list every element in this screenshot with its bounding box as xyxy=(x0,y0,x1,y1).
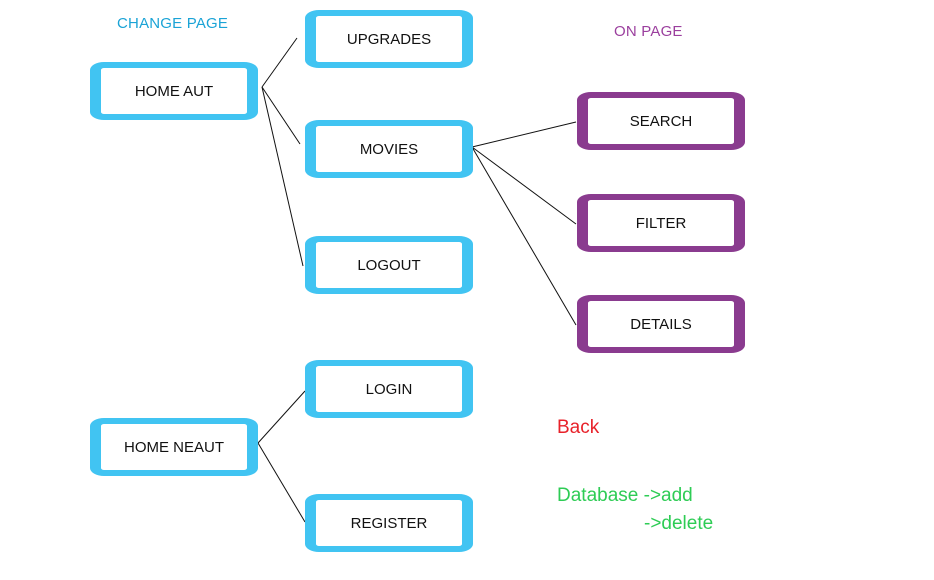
edge-home-aut-upgrades xyxy=(261,37,298,88)
edge-home-aut-movies xyxy=(261,86,301,145)
note-database-add: Database ->add xyxy=(557,485,693,506)
note-back: Back xyxy=(557,417,600,438)
node-search-label: SEARCH xyxy=(629,112,693,130)
node-home-neaut-label: HOME NEAUT xyxy=(123,438,224,456)
node-logout-label: LOGOUT xyxy=(357,256,421,274)
node-movies: MOVIES xyxy=(305,120,473,178)
node-register: REGISTER xyxy=(305,494,473,552)
node-register-label: REGISTER xyxy=(350,514,428,532)
node-home-aut: HOME AUT xyxy=(90,62,258,120)
node-home-aut-label: HOME AUT xyxy=(134,82,214,100)
node-search: SEARCH xyxy=(577,92,745,150)
edge-movies-filter xyxy=(471,146,577,225)
legend-on-page: ON PAGE xyxy=(614,23,683,40)
edge-movies-details xyxy=(471,146,577,326)
node-details-label: DETAILS xyxy=(630,315,692,333)
node-upgrades: UPGRADES xyxy=(305,10,473,68)
node-filter: FILTER xyxy=(577,194,745,252)
edge-home-aut-logout xyxy=(261,86,304,267)
edge-home-neaut-register xyxy=(257,442,306,523)
node-login: LOGIN xyxy=(305,360,473,418)
node-home-neaut: HOME NEAUT xyxy=(90,418,258,476)
node-login-label: LOGIN xyxy=(365,380,413,398)
node-movies-label: MOVIES xyxy=(359,140,419,158)
legend-change-page: CHANGE PAGE xyxy=(117,15,229,32)
note-database-delete: ->delete xyxy=(644,513,714,534)
node-logout: LOGOUT xyxy=(305,236,473,294)
edge-movies-search xyxy=(471,121,577,148)
node-upgrades-label: UPGRADES xyxy=(346,30,432,48)
node-filter-label: FILTER xyxy=(635,214,687,232)
edge-home-neaut-login xyxy=(257,390,306,444)
node-details: DETAILS xyxy=(577,295,745,353)
